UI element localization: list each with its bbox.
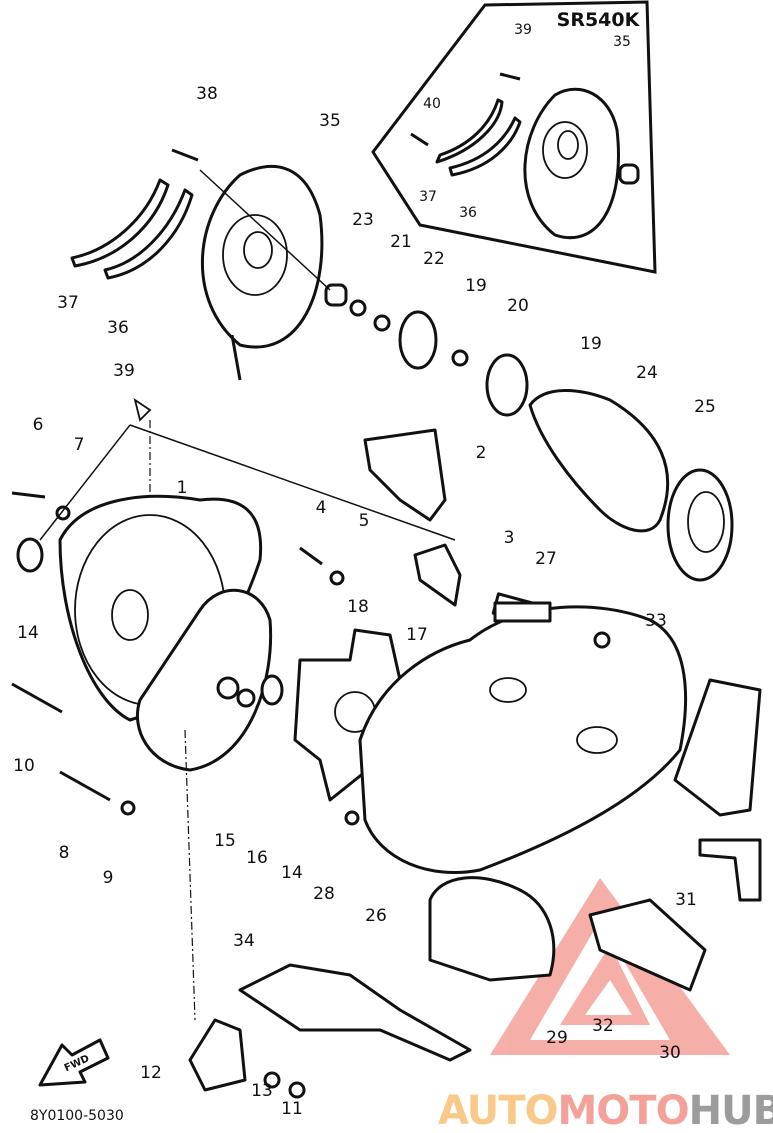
part-label: 33 [645,611,667,631]
part-label: 3 [504,528,515,548]
part-label: 18 [347,597,369,617]
leader-line [129,424,456,541]
part-label: 37 [57,293,79,313]
inset-title: SR540K [557,9,641,31]
part-label: 23 [352,210,374,230]
part-label: 37 [419,189,437,205]
part-label: 39 [514,22,532,38]
part-label: 8 [59,843,70,863]
part-label: 5 [359,511,370,531]
part-label: 11 [281,1099,303,1119]
part-label: 35 [613,34,631,50]
part-label: 20 [507,296,529,316]
part-label: 14 [281,863,303,883]
fwd-arrow-icon [38,1038,110,1087]
part-label: 15 [214,831,236,851]
part-labels: 38 35 37 36 23 21 22 19 20 19 24 25 39 6… [13,84,716,1119]
part-label: 40 [423,96,441,112]
part-label: 29 [546,1028,568,1048]
watermark-auto: AUTO [438,1088,558,1133]
part-label: 10 [13,756,35,776]
watermark-hub: HUB [689,1088,773,1133]
part-label: 25 [694,397,716,417]
watermark-text: AUTOMOTOHUB [438,1088,773,1133]
part-label: 27 [535,549,557,569]
part-label: 28 [313,884,335,904]
part-label: 24 [636,363,658,383]
part-label: 9 [103,868,114,888]
leader-line [39,424,131,541]
part-label: 14 [17,623,39,643]
belt-24-pulley-25 [528,389,734,582]
part-label: 35 [319,111,341,131]
part-label: 16 [246,848,268,868]
fan-cover-35 [70,148,529,417]
part-label: 21 [390,232,412,252]
part-label: 39 [113,361,135,381]
fan-17-shroud-26 [149,420,762,1099]
part-label: 30 [659,1043,681,1063]
part-label: 36 [459,205,477,221]
part-label: 38 [196,84,218,104]
part-label: 32 [592,1016,614,1036]
leader-line [199,169,331,291]
diagram-code: 8Y0100-5030 [30,1108,124,1124]
part-label: 26 [365,906,387,926]
watermark-moto: MOTO [558,1088,689,1133]
part-label: 2 [476,443,487,463]
part-label: 6 [33,415,44,435]
part-label: 17 [406,625,428,645]
part-label: 19 [580,334,602,354]
part-label: 4 [316,498,327,518]
part-label: 13 [251,1081,273,1101]
part-label: 7 [74,435,85,455]
part-label: 31 [675,890,697,910]
part-label: 36 [107,318,129,338]
fan-housing-1 [11,397,549,816]
part-label: 22 [423,249,445,269]
sr540k-inset [371,0,657,274]
watermark-logo [490,878,730,1055]
part-label: 19 [465,276,487,296]
part-label: 34 [233,931,255,951]
part-label: 1 [177,478,188,498]
part-label: 12 [140,1063,162,1083]
